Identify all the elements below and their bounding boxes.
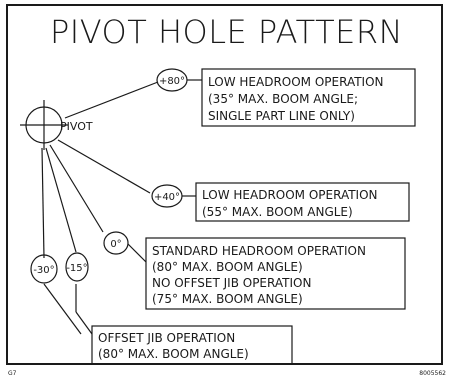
angle-plus80-label: +80° — [159, 76, 185, 87]
footer-right: 8005562 — [419, 370, 446, 377]
box-low-headroom-2 — [195, 182, 410, 222]
angle-plus80-circle — [156, 68, 188, 92]
angle-plus40-label: +40° — [154, 192, 180, 203]
diagram-title: PIVOT HOLE PATTERN — [49, 13, 403, 51]
line-minus30 — [41, 147, 45, 259]
box4-line2: (80° MAX. BOOM ANGLE) — [98, 347, 249, 361]
box1-line2: (35° MAX. BOOM ANGLE; — [208, 92, 358, 106]
box3-line1: STANDARD HEADROOM OPERATION — [152, 244, 366, 258]
box-offset-jib — [91, 325, 293, 365]
box2-line1: LOW HEADROOM OPERATION — [202, 188, 378, 202]
conn-minus30 — [43, 283, 82, 335]
box1-line3: SINGLE PART LINE ONLY) — [208, 109, 355, 123]
line-minus15 — [45, 147, 77, 253]
angle-minus15-label: -15° — [66, 263, 87, 274]
pivot-label: PIVOT — [60, 120, 93, 133]
box-low-headroom-1 — [201, 68, 416, 127]
angle-zero-circle — [103, 231, 129, 255]
angle-zero-label: 0° — [110, 239, 121, 250]
line-zero — [49, 144, 104, 233]
box-standard — [145, 237, 406, 310]
angle-minus15-circle — [65, 252, 89, 282]
conn-minus15-b — [75, 311, 93, 335]
box2-line2: (55° MAX. BOOM ANGLE) — [202, 205, 353, 219]
box3-line2: (80° MAX. BOOM ANGLE) — [152, 260, 303, 274]
box3-line3: NO OFFSET JIB OPERATION — [152, 276, 311, 290]
line-plus40 — [57, 139, 151, 194]
box1-line1: LOW HEADROOM OPERATION — [208, 75, 384, 89]
angle-minus30-circle — [30, 254, 58, 284]
line-plus80 — [64, 81, 159, 119]
box4-line1: OFFSET JIB OPERATION — [98, 331, 235, 345]
footer-left: G7 — [8, 370, 17, 377]
box3-line4: (75° MAX. BOOM ANGLE) — [152, 292, 303, 306]
conn-zero — [127, 243, 147, 263]
angle-plus40-circle — [151, 184, 183, 208]
angle-minus30-label: -30° — [33, 265, 54, 276]
